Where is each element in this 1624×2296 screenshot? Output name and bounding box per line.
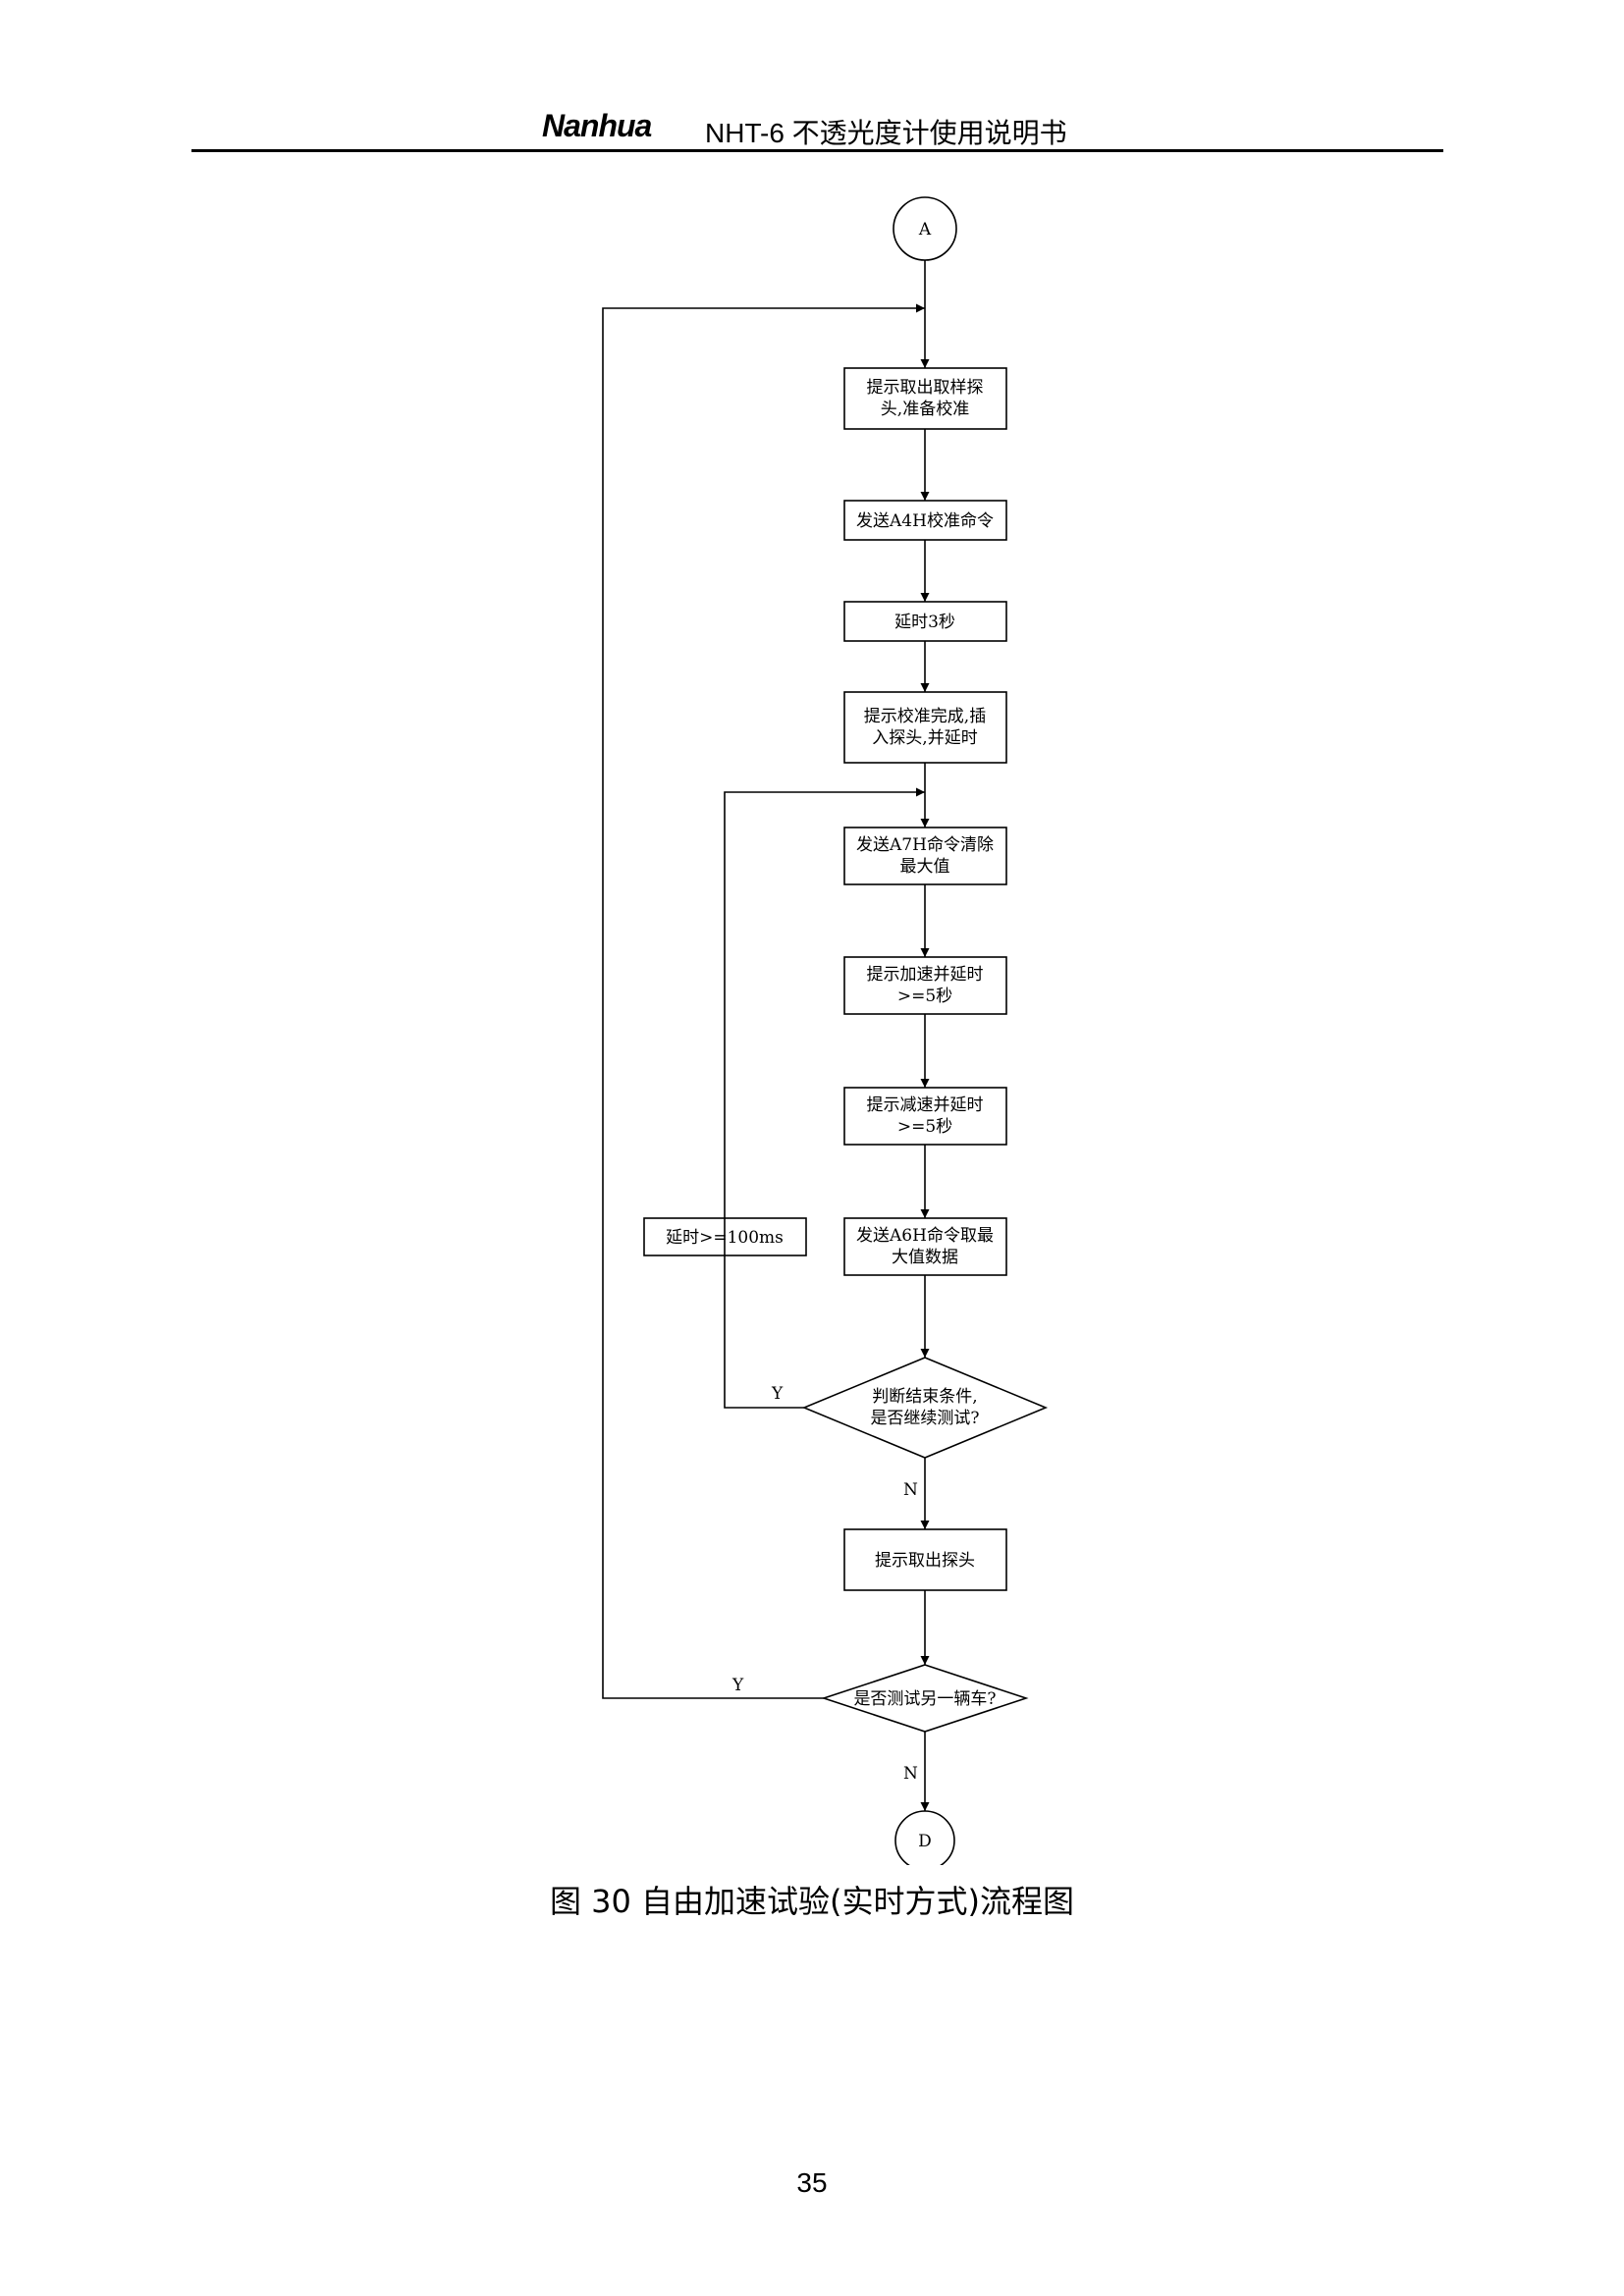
- step-5-line-1: 发送A7H命令清除: [856, 835, 994, 855]
- flowchart: A 提示取出取样探 头,准备校准 发送A4H校准命令 延时3秒 提示校准完成,插…: [602, 196, 1049, 1865]
- decision-1-yes-label: Y: [771, 1384, 784, 1404]
- decision-1-diamond: [801, 1357, 1049, 1459]
- document-title: NHT-6 不透光度计使用说明书: [705, 118, 1067, 148]
- header-rule: [191, 149, 1443, 152]
- step-1-line-1: 提示取出取样探: [867, 378, 984, 398]
- step-8-line-2: 大值数据: [892, 1248, 958, 1267]
- step-9-box: [843, 1528, 1007, 1591]
- step-8-line-1: 发送A6H命令取最: [856, 1226, 994, 1246]
- edge-d2-yes-loop: [602, 303, 925, 1699]
- step-7-line-1: 提示减速并延时: [867, 1095, 984, 1115]
- decision-2-yes-label: Y: [731, 1676, 744, 1695]
- step-7-box: [843, 1087, 1007, 1146]
- step-6-line-2: >=5秒: [897, 987, 952, 1006]
- step-4-line-1: 提示校准完成,插: [864, 707, 986, 726]
- step-4-box: [843, 691, 1007, 764]
- step-1-line-2: 头,准备校准: [881, 400, 969, 419]
- connector-d-label: D: [918, 1832, 932, 1851]
- step-8-box: [843, 1217, 1007, 1276]
- decision-2-label: 是否测试另一辆车?: [853, 1689, 996, 1709]
- step-9-label: 提示取出探头: [875, 1551, 975, 1571]
- step-5-line-2: 最大值: [900, 857, 950, 877]
- decision-2-no-label: N: [903, 1764, 918, 1784]
- decision-1-line-1: 判断结束条件,: [872, 1387, 977, 1407]
- nanhua-logo: Nanhua: [542, 108, 652, 143]
- step-4-line-2: 入探头,并延时: [872, 728, 977, 748]
- page-number: 35: [796, 2167, 828, 2198]
- step-3-label: 延时3秒: [894, 613, 955, 632]
- edge-d1-yes-loop: [724, 787, 925, 1409]
- decision-1-line-2: 是否继续测试?: [870, 1409, 979, 1428]
- step-2-label: 发送A4H校准命令: [856, 511, 994, 531]
- step-6-line-1: 提示加速并延时: [867, 965, 984, 985]
- decision-1-no-label: N: [903, 1480, 918, 1500]
- figure-caption: 图 30 自由加速试验(实时方式)流程图: [549, 1883, 1075, 1920]
- delay-label: 延时>=100ms: [666, 1228, 784, 1248]
- connector-a-label: A: [918, 220, 932, 240]
- step-7-line-2: >=5秒: [897, 1117, 952, 1137]
